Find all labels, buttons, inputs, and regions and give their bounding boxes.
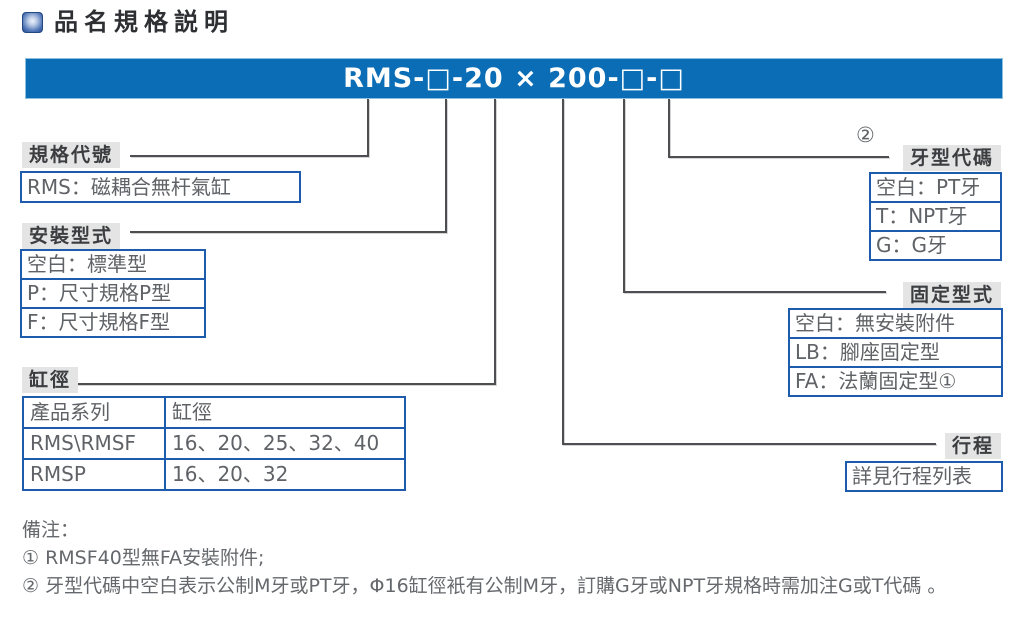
fixing-type-options: 空白：無安裝附件 LB：腳座固定型 FA：法蘭固定型① (788, 308, 1003, 397)
fixing-option: FA：法蘭固定型① (788, 366, 1003, 397)
thread-code-label: 牙型代碼 (902, 145, 1001, 171)
mounting-option: P：尺寸規格P型 (20, 278, 206, 309)
bore-table-header-row: 產品系列 缸徑 (22, 396, 406, 429)
bore-table-cell: RMSP (22, 458, 166, 491)
connector-v-mounting (445, 99, 447, 233)
connector-v-bore (494, 99, 496, 385)
table-row: RMSP 16、20、32 (22, 458, 406, 491)
fixing-option: 空白：無安裝附件 (788, 308, 1003, 339)
thread-code-options: 空白：PT牙 T：NPT牙 G：G牙 (869, 172, 1002, 261)
connector-v-stroke (562, 99, 564, 445)
spec-code-label: 規格代號 (22, 142, 121, 168)
stroke-box: 詳見行程列表 (845, 461, 1003, 492)
connector-v-thread (668, 99, 670, 158)
circled-two-mark: ② (856, 123, 875, 147)
section-bullet-icon (22, 12, 43, 33)
table-row: RMS\RMSF 16、20、25、32、40 (22, 427, 406, 460)
bore-label: 缸徑 (22, 367, 79, 393)
mounting-option: 空白：標準型 (20, 249, 206, 280)
stroke-label: 行程 (944, 433, 1001, 459)
thread-option: G：G牙 (869, 230, 1002, 261)
connector-h-stroke (562, 443, 936, 445)
fixing-option: LB：腳座固定型 (788, 337, 1003, 368)
mounting-type-options: 空白：標準型 P：尺寸規格P型 F：尺寸規格F型 (20, 249, 206, 338)
spec-code-box: RMS：磁耦合無杆氣缸 (20, 171, 301, 203)
connector-h-spec-code (130, 155, 369, 157)
page-title: 品名規格説明 (54, 8, 234, 36)
bore-table-cell: 16、20、32 (164, 458, 406, 491)
bore-table-cell: 16、20、25、32、40 (164, 427, 406, 460)
connector-h-fixing (623, 291, 886, 293)
connector-h-mounting (130, 231, 447, 233)
notes-title: 備注： (22, 519, 80, 541)
bore-table-header-bore: 缸徑 (164, 396, 406, 429)
fixing-type-label: 固定型式 (902, 282, 1001, 308)
thread-option: 空白：PT牙 (869, 172, 1002, 203)
bore-table-header-series: 產品系列 (22, 396, 166, 429)
thread-option: T：NPT牙 (869, 201, 1002, 232)
note-item-1: ① RMSF40型無FA安裝附件; (22, 547, 265, 569)
model-code-text: RMS-□-20 × 200-□-□ (343, 63, 685, 94)
model-code-bar: RMS-□-20 × 200-□-□ (25, 58, 1003, 99)
connector-v-fixing (623, 99, 625, 293)
mounting-type-label: 安裝型式 (22, 223, 121, 249)
bore-table-cell: RMS\RMSF (22, 427, 166, 460)
connector-v-spec-code (367, 99, 369, 157)
mounting-option: F：尺寸規格F型 (20, 307, 206, 338)
bore-table: 產品系列 缸徑 RMS\RMSF 16、20、25、32、40 RMSP 16、… (22, 396, 406, 491)
connector-h-thread (668, 156, 889, 158)
connector-h-bore (76, 383, 496, 385)
notes-block: 備注： ① RMSF40型無FA安裝附件; ② 牙型代碼中空白表示公制M牙或PT… (22, 516, 1002, 600)
note-item-2: ② 牙型代碼中空白表示公制M牙或PT牙，Φ16缸徑衹有公制M牙，訂購G牙或NPT… (22, 575, 947, 597)
